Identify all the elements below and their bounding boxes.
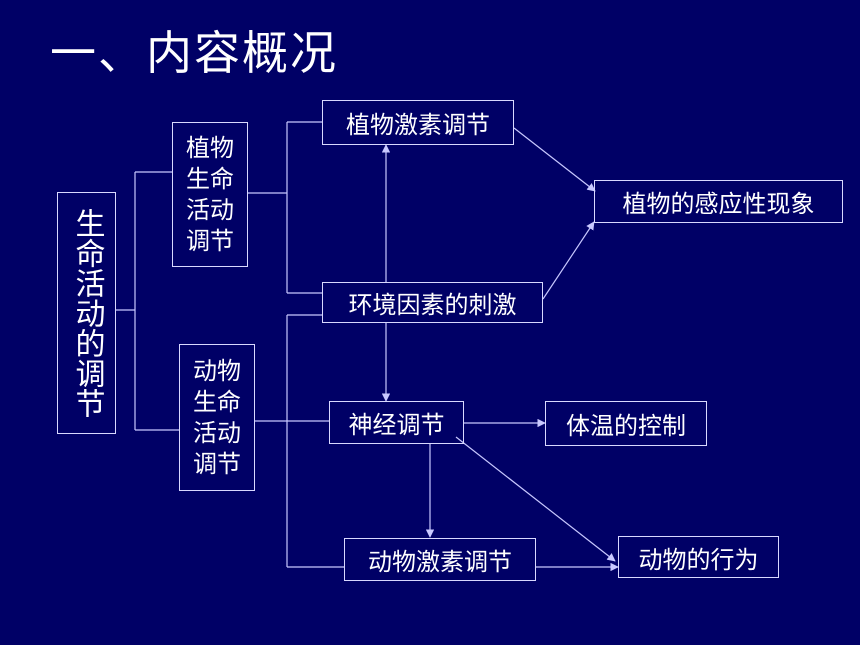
arrow-hormone-to-response xyxy=(513,127,596,192)
environment-stimulus-node: 环境因素的刺激 xyxy=(322,282,543,323)
animal-behavior-node: 动物的行为 xyxy=(618,536,779,578)
plant-hormone-node: 植物激素调节 xyxy=(322,100,514,145)
nerve-regulation-node: 神经调节 xyxy=(329,401,464,444)
plant-response-node: 植物的感应性现象 xyxy=(594,180,843,223)
root-node: 生命活动的调节 xyxy=(57,192,116,434)
arrow-nerve-to-behavior xyxy=(455,436,616,562)
plant-regulation-node: 植物生命活动调节 xyxy=(172,122,248,267)
animal-hormone-node: 动物激素调节 xyxy=(344,538,536,581)
arrow-environment-to-response xyxy=(542,221,595,300)
body-temperature-node: 体温的控制 xyxy=(545,401,707,446)
animal-regulation-node: 动物生命活动调节 xyxy=(179,344,255,491)
slide-title: 一、内容概况 xyxy=(50,26,338,80)
